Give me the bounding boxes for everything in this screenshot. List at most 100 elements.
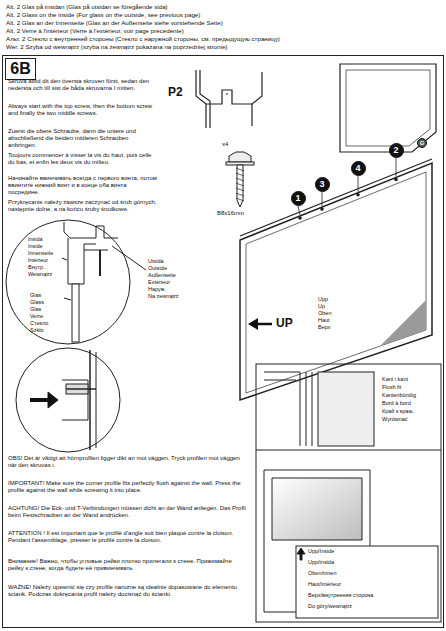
detail-box — [297, 548, 305, 560]
detail-box — [256, 450, 441, 451]
position-marker: G — [417, 138, 427, 148]
warning-note: IMPORTANT! Make sure the corner profile … — [8, 480, 248, 494]
page-frame — [3, 56, 444, 628]
side-label: Верх — [318, 324, 358, 330]
up-arrow — [248, 318, 258, 330]
screw — [229, 152, 251, 162]
callout-number: 2 — [389, 143, 404, 158]
part-label: x4 — [222, 141, 242, 148]
detail-circle-profile — [112, 246, 146, 270]
side-label: Verre — [30, 313, 64, 319]
side-label: Up — [318, 303, 358, 309]
screw-thread — [236, 173, 244, 176]
detail-circle-wall — [62, 380, 88, 420]
detail-circle-profile — [84, 250, 108, 251]
detail-circle-wall — [89, 350, 91, 450]
side-label: Upp/insida — [308, 559, 436, 565]
detail-circle-profile — [64, 298, 71, 300]
side-label: UP — [276, 317, 306, 331]
side-label: Szkło — [30, 327, 64, 333]
detail-box — [256, 364, 441, 622]
detail-box — [256, 364, 441, 622]
screw-thread — [236, 188, 244, 191]
screw — [226, 152, 254, 207]
side-label: Outside — [148, 265, 198, 271]
warning-note: OBS! Det är viktigt att hörnprofilen lig… — [8, 455, 248, 469]
side-label: Glas — [30, 306, 64, 312]
side-label: Flush fit — [382, 384, 438, 390]
callout-label: G — [420, 140, 425, 146]
side-label: Insida — [28, 236, 62, 242]
rail-screw — [320, 207, 324, 211]
detail-circle-profile — [68, 238, 96, 284]
shower-plan-icon — [340, 64, 436, 152]
rail-screw — [298, 178, 398, 220]
detail-circle-profile — [6, 220, 130, 344]
header-line: Alt. 2 Glas på insidan (Glas på utsidan … — [6, 3, 442, 10]
screw-thread — [236, 168, 244, 171]
part-label: B8x16mm — [217, 210, 257, 217]
callout-number: 3 — [315, 177, 330, 192]
screw-thread — [236, 193, 244, 196]
side-label: Haut — [318, 317, 358, 323]
side-label: Oben — [318, 310, 358, 316]
callout-label: 3 — [319, 180, 324, 189]
instruction-text: Przykręcanie należy zawsze zaczynać od ś… — [8, 199, 158, 213]
leader-line — [396, 158, 397, 176]
side-label: Außenseite — [148, 272, 198, 278]
callout-label: 1 — [295, 194, 300, 203]
side-label: Wewnątrz — [28, 271, 62, 277]
detail-circle-wall — [66, 388, 96, 390]
leader-line — [298, 206, 300, 215]
header-line: Alt. 2 Glas an der Innenseite (Glas an d… — [6, 19, 442, 26]
profile-p2 — [200, 70, 228, 128]
side-label: Inside — [28, 243, 62, 249]
side-label: Upp/Inside — [308, 548, 436, 554]
page-frame — [3, 56, 444, 628]
leader-line — [322, 192, 323, 206]
warning-note: ACHTUNG! Die Eck- und T-Verbindungen müs… — [8, 505, 248, 519]
callout-label: 2 — [393, 146, 398, 155]
rail-screw — [356, 193, 360, 197]
part-label: P2 — [168, 86, 192, 100]
header-line: Alt. 2 Glass on the inside (For glass on… — [6, 11, 442, 18]
warning-note: Внимание! Важно, чтобы угловые рейки пло… — [8, 558, 248, 572]
warning-note: WAŻNE! Należy upewnić się czy profile na… — [8, 584, 248, 598]
side-label: Haut/intérieur — [308, 581, 436, 587]
side-label: Extérieur — [148, 279, 198, 285]
profile-p2 — [196, 70, 262, 128]
detail-circle-wall — [16, 348, 120, 452]
step-label: 6B — [5, 61, 36, 77]
instruction-text: Toujours commencer à visser la vis du ha… — [8, 152, 158, 166]
detail-box — [264, 372, 312, 446]
callout-number: 1 — [291, 191, 306, 206]
side-label: Oben/innen — [308, 570, 436, 576]
side-label: Intérieur — [28, 257, 62, 263]
detail-circle-wall — [16, 348, 120, 452]
side-label: Наруж. — [148, 286, 198, 292]
detail-box — [272, 478, 362, 540]
profile-p2 — [251, 104, 252, 126]
detail-box — [296, 546, 438, 618]
screw — [237, 165, 243, 207]
detail-circle-profile — [64, 222, 118, 238]
warning-note: ATTENTION ! Il est important que le prof… — [8, 530, 248, 544]
detail-circle-wall — [48, 392, 58, 408]
detail-circle-profile — [6, 220, 146, 344]
side-label: Glass — [30, 299, 64, 305]
side-label: Bord à bord — [382, 400, 438, 406]
side-label: Innenseite — [28, 250, 62, 256]
side-label: Upp — [318, 296, 358, 302]
door-panel — [240, 159, 432, 236]
step-number: 6B — [5, 58, 36, 80]
detail-box — [318, 372, 374, 446]
leader-line — [298, 158, 396, 215]
side-label: Стекло — [30, 320, 64, 326]
door-panel — [246, 172, 426, 393]
side-label: Верх/внутренняя сторона — [308, 592, 436, 598]
screw-thread — [236, 178, 244, 181]
callout-number: 4 — [351, 161, 366, 176]
door-panel — [380, 300, 426, 346]
profile-p2 — [196, 70, 262, 128]
